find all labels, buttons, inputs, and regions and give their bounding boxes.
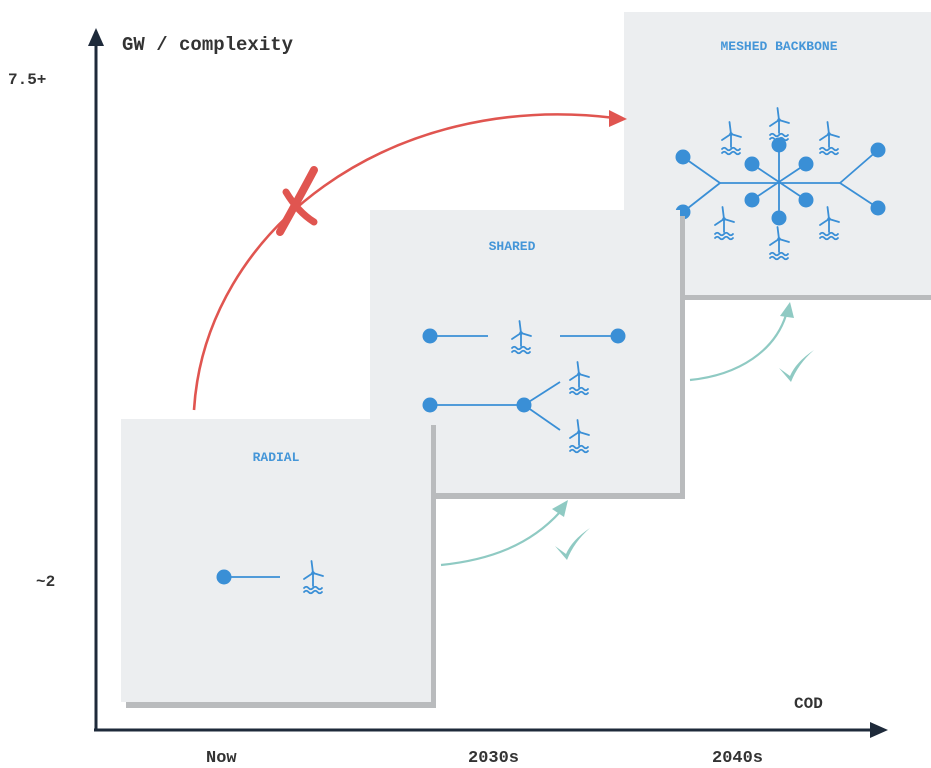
meshed-backbone-panel: MESHED BACKBONE [624, 12, 931, 300]
radial-title: RADIAL [253, 450, 300, 465]
x-axis [94, 722, 888, 738]
y-tick-bottom: ~2 [36, 573, 55, 591]
shared-title: SHARED [489, 239, 536, 254]
radial-panel: RADIAL [121, 419, 436, 708]
meshed-network [682, 145, 879, 218]
x-tick-2040s: 2040s [712, 749, 763, 768]
check-icon [779, 350, 814, 382]
check-icon [555, 528, 590, 560]
y-axis-label: GW / complexity [122, 34, 294, 56]
blocked-transition-arrow [192, 110, 627, 411]
cross-icon [276, 166, 318, 236]
x-tick-now: Now [206, 749, 237, 768]
x-axis-label: COD [794, 695, 823, 713]
x-tick-2030s: 2030s [468, 749, 519, 768]
shared-nodes [422, 328, 626, 413]
y-axis [88, 28, 104, 730]
radial-to-shared-arrow [440, 500, 568, 567]
radial-node [216, 569, 232, 585]
meshed-backbone-title: MESHED BACKBONE [720, 39, 837, 54]
y-tick-top: 7.5+ [8, 71, 46, 89]
shared-panel: SHARED [370, 210, 685, 499]
shared-to-meshed-arrow [689, 302, 794, 382]
meshed-nodes [675, 137, 886, 226]
